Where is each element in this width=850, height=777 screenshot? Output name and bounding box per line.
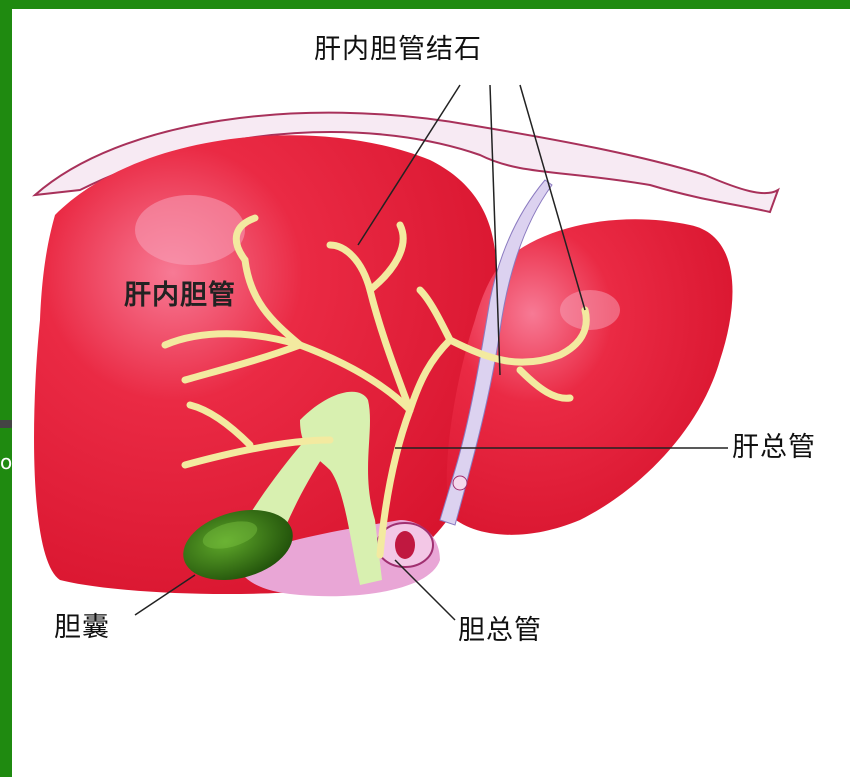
label-intrahepatic-duct: 肝内胆管 — [124, 281, 236, 311]
label-intrahepatic-stones: 肝内胆管结石 — [314, 35, 482, 65]
diagram-canvas: 肝内胆管结石 肝内胆管 肝总管 胆囊 胆总管 — [12, 9, 850, 777]
frame-edge-glyph: o — [0, 452, 12, 472]
frame-notch — [0, 420, 12, 428]
label-common-bile-duct: 胆总管 — [458, 616, 542, 646]
lobe-highlight — [135, 195, 245, 265]
label-common-hepatic-duct: 肝总管 — [732, 433, 816, 463]
vessel-lumen-inner — [395, 531, 415, 559]
lobe-highlight — [560, 290, 620, 330]
liver-illustration — [12, 9, 850, 777]
stone-nodule — [453, 476, 467, 490]
label-gallbladder: 胆囊 — [54, 613, 110, 643]
frame-left-border — [0, 0, 12, 777]
frame-top-border — [0, 0, 850, 9]
